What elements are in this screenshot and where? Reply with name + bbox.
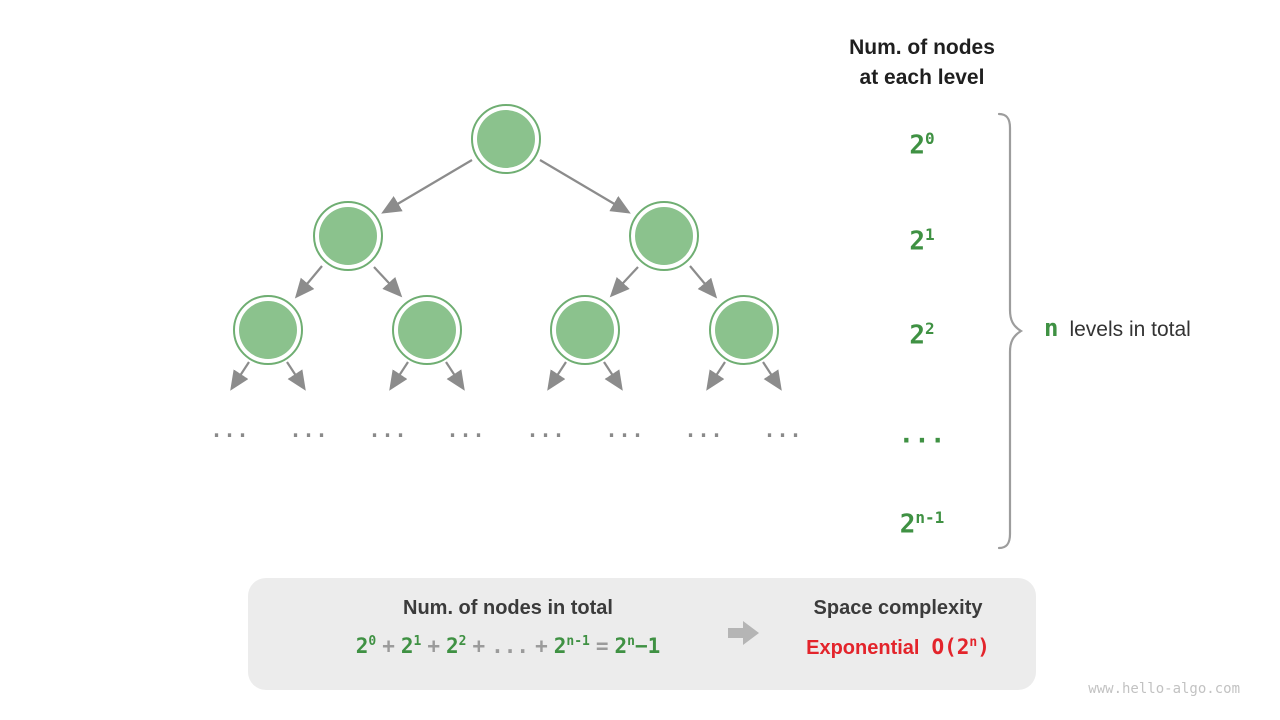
tree-node-fill — [477, 110, 535, 168]
tree-node — [233, 295, 303, 365]
tree-ellipsis: ... — [684, 418, 724, 442]
eq-term: 22 — [445, 634, 467, 658]
eq-dots: ... — [491, 634, 530, 658]
equals-sign: = — [595, 634, 609, 658]
level-count-label: 2n-1 — [899, 508, 945, 540]
complexity-formula: O(2n) — [931, 635, 990, 659]
tree-ellipsis: ... — [605, 418, 645, 442]
tree-node-fill — [635, 207, 693, 265]
brace-note-text: levels in total — [1069, 318, 1191, 341]
eq-result: 2n−1 — [614, 634, 661, 658]
tree-node-fill — [398, 301, 456, 359]
level-count-label: 20 — [909, 129, 935, 161]
level-count-label: 22 — [909, 319, 935, 351]
tree-ellipsis: ... — [763, 418, 803, 442]
total-nodes-equation: 20+21+22+...+2n-1=2n−1 — [268, 634, 748, 658]
tree-ellipsis: ... — [526, 418, 566, 442]
watermark: www.hello-algo.com — [1088, 681, 1240, 697]
plus-sign: + — [382, 634, 395, 658]
level-count-label: ... — [898, 419, 946, 450]
eq-term: 20 — [355, 634, 377, 658]
brace — [997, 112, 1024, 550]
tree-node-fill — [715, 301, 773, 359]
complexity-result: Exponential O(2n) — [768, 635, 1028, 660]
eq-term: 2n-1 — [553, 634, 590, 658]
total-nodes-title: Num. of nodes in total — [403, 597, 613, 619]
tree-node — [313, 201, 383, 271]
plus-sign: + — [472, 634, 486, 658]
tree-node-fill — [556, 301, 614, 359]
right-arrow-icon — [728, 621, 759, 645]
brace-note: n levels in total — [1044, 314, 1191, 342]
tree-node-fill — [319, 207, 377, 265]
complexity-word: Exponential — [806, 637, 920, 659]
tree-node — [709, 295, 779, 365]
plus-sign: + — [535, 634, 548, 658]
tree-node — [471, 104, 541, 174]
panel-header-line2: at each level — [859, 66, 985, 89]
tree-ellipsis: ... — [446, 418, 486, 442]
tree-ellipsis: ... — [289, 418, 329, 442]
tree-ellipsis: ... — [368, 418, 408, 442]
tree-node-fill — [239, 301, 297, 359]
panel-header-line1: Num. of nodes — [849, 36, 995, 59]
summary-box: Num. of nodes in total 20+21+22+...+2n-1… — [248, 578, 1036, 690]
brace-note-n: n — [1044, 314, 1059, 342]
panel-header: Num. of nodes at each level — [797, 33, 1047, 93]
plus-sign: + — [427, 634, 440, 658]
tree-node — [550, 295, 620, 365]
edge-arrow — [230, 159, 782, 391]
level-count-label: 21 — [909, 225, 935, 257]
tree-ellipsis: ... — [210, 418, 250, 442]
tree-node — [629, 201, 699, 271]
eq-term: 21 — [400, 634, 422, 658]
space-complexity-title: Space complexity — [813, 597, 983, 619]
tree-node — [392, 295, 462, 365]
